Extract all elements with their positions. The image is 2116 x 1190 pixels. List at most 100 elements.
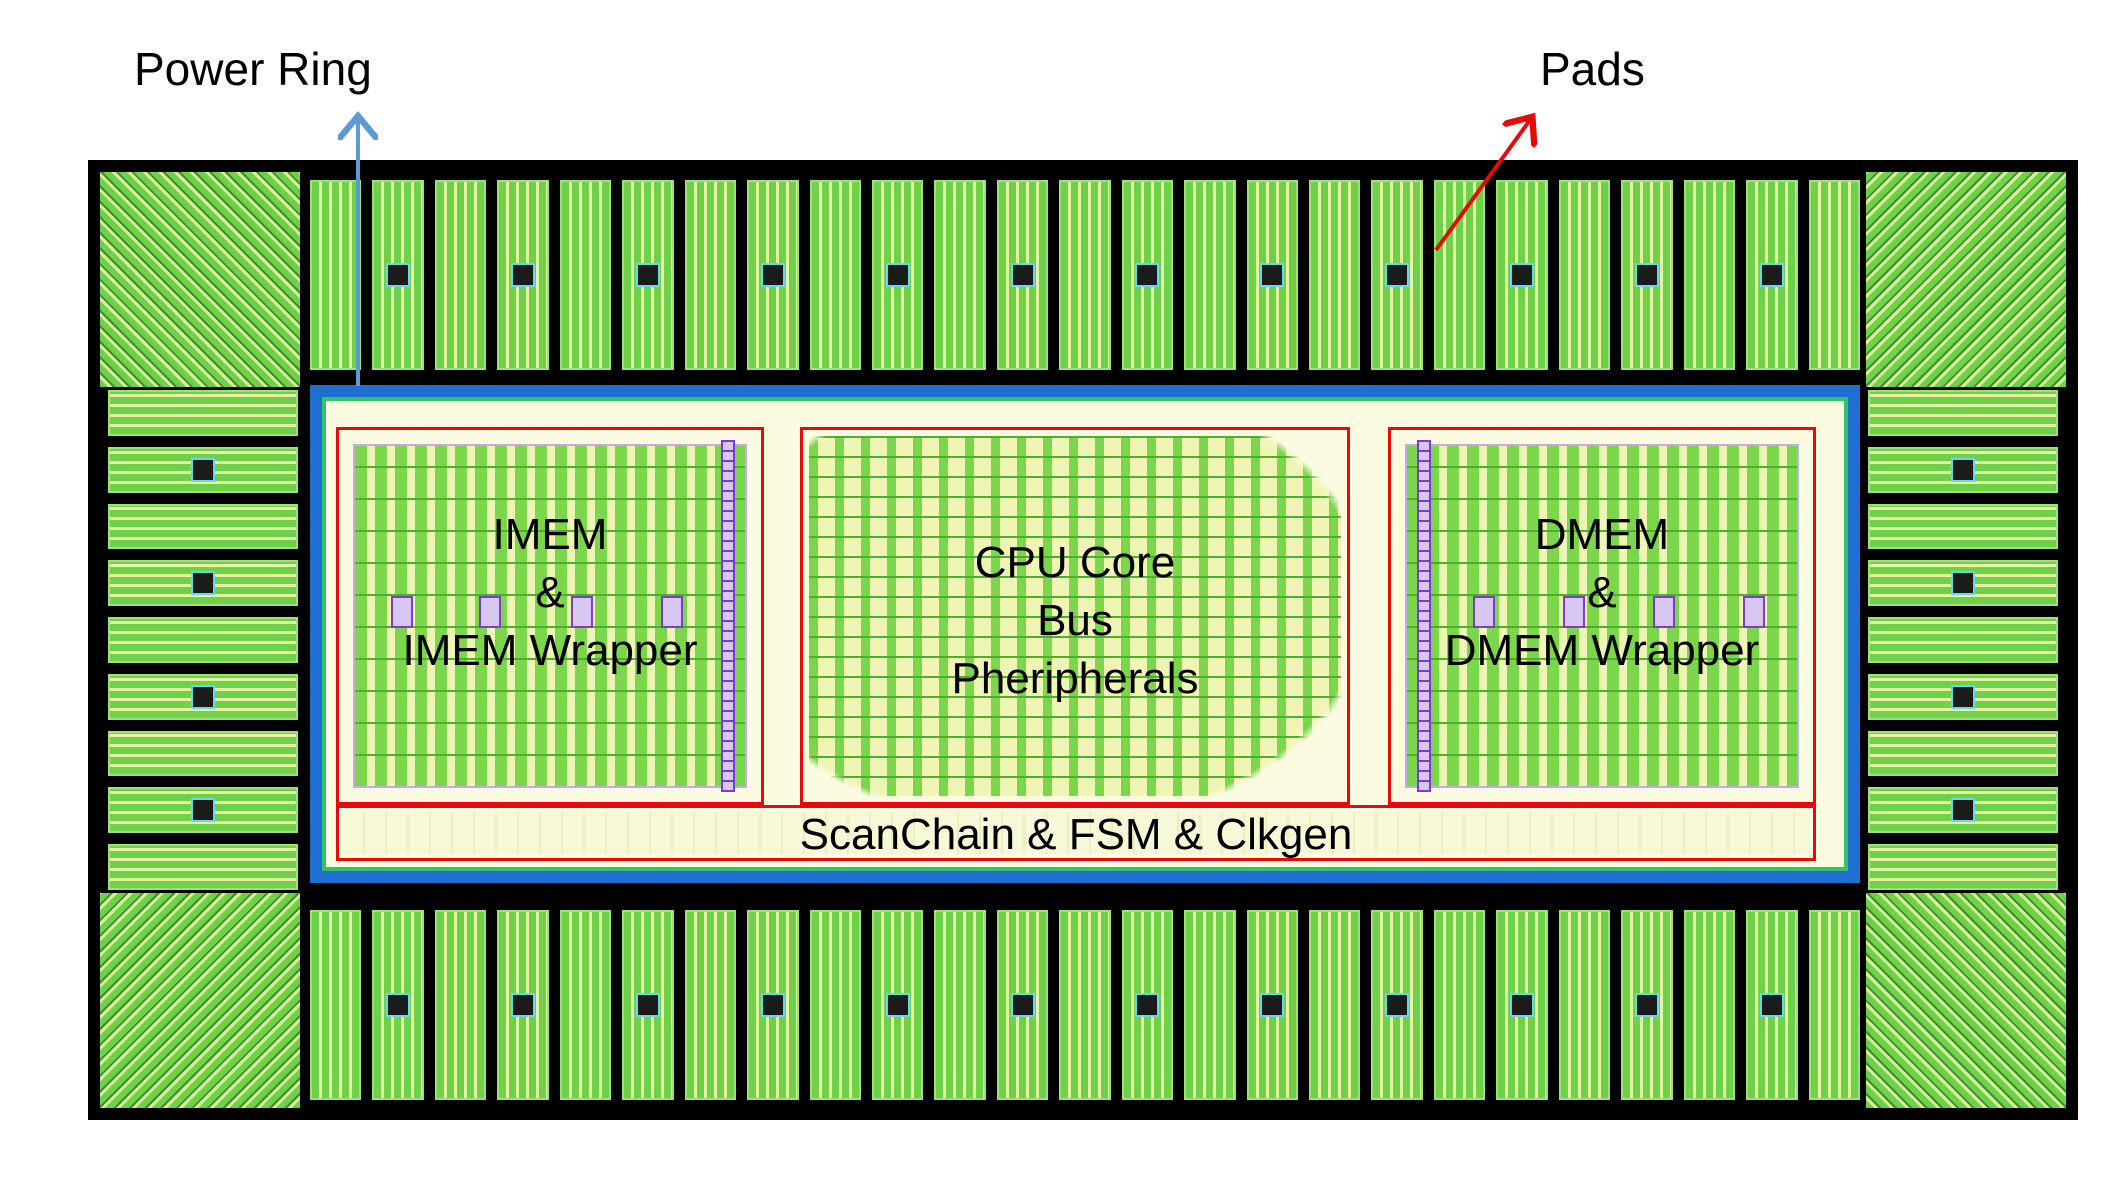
io-pad [108, 390, 298, 436]
pad-via [1951, 571, 1975, 596]
io-pad [559, 180, 612, 370]
pads-callout: Pads [1540, 43, 1645, 95]
dmem-macro-cell [1563, 596, 1585, 628]
io-pad [1371, 180, 1423, 370]
io-pad [108, 844, 298, 891]
pad-via [1510, 993, 1535, 1017]
io-pad [1059, 910, 1111, 1100]
io-pad [1868, 503, 2058, 550]
io-pad [1496, 180, 1548, 370]
io-pad [1246, 180, 1298, 370]
io-pad [108, 560, 298, 607]
dmem-block: DMEM & DMEM Wrapper [1388, 427, 1816, 805]
pad-via [1510, 263, 1535, 287]
pad-via [1385, 263, 1410, 287]
pad-via [1634, 993, 1659, 1017]
power-ring: IMEM & IMEM Wrapper CPU Core Bus Pheriph… [310, 385, 1860, 883]
io-pad [1808, 180, 1860, 370]
pad-via [1951, 798, 1975, 823]
pad-via [760, 263, 785, 287]
pad-via [760, 993, 785, 1017]
io-pad [809, 180, 861, 370]
io-pad [1309, 180, 1361, 370]
pads-arrow [1434, 120, 1530, 252]
io-pad [1433, 180, 1486, 370]
io-pad [1496, 910, 1548, 1100]
io-pad [1808, 910, 1860, 1100]
corner-cell-bottom-right [1866, 893, 2066, 1108]
pad-via [1010, 263, 1035, 287]
imem-macro-cell [661, 596, 683, 628]
io-pad [996, 180, 1049, 370]
pad-via [885, 263, 910, 287]
io-pad [871, 180, 924, 370]
io-pad [1621, 910, 1673, 1100]
pad-via [191, 571, 215, 596]
pad-via [511, 263, 536, 287]
io-pad [809, 910, 861, 1100]
pad-via [1260, 263, 1285, 287]
io-pad [310, 180, 362, 370]
pad-via [1759, 993, 1784, 1017]
io-pad [108, 673, 298, 720]
corner-cell-top-left [100, 172, 300, 387]
io-pad [1371, 910, 1423, 1100]
io-pad [934, 910, 986, 1100]
io-pad [1868, 673, 2058, 720]
pad-row-top [310, 180, 1860, 370]
io-pad [497, 910, 549, 1100]
io-pad [1184, 180, 1236, 370]
imem-io-column [721, 440, 735, 792]
io-pad [934, 180, 986, 370]
io-pad [434, 180, 487, 370]
pad-via [191, 798, 215, 823]
io-pad [1621, 180, 1673, 370]
io-pad [108, 446, 298, 493]
corner-cell-bottom-left [100, 893, 300, 1108]
io-pad [684, 910, 737, 1100]
io-pad [1683, 910, 1736, 1100]
io-pad [1868, 730, 2058, 777]
pad-via [885, 993, 910, 1017]
io-pad [372, 910, 424, 1100]
io-pad [1558, 180, 1611, 370]
imem-macro-cell [571, 596, 593, 628]
io-pad [1246, 910, 1298, 1100]
io-pad [1868, 560, 2058, 607]
io-pad [871, 910, 924, 1100]
io-pad [1868, 446, 2058, 493]
imem-macro-cell [391, 596, 413, 628]
corner-cell-top-right [1866, 172, 2066, 387]
power-ring-callout: Power Ring [134, 43, 372, 95]
io-pad [1746, 180, 1798, 370]
io-pad [108, 730, 298, 777]
chip-layout: IMEM & IMEM Wrapper CPU Core Bus Pheriph… [88, 160, 2078, 1120]
dmem-macro-cell [1653, 596, 1675, 628]
io-pad [497, 180, 549, 370]
io-pad [1059, 180, 1111, 370]
pad-via [1260, 993, 1285, 1017]
dmem-macro-cell [1743, 596, 1765, 628]
pad-via [1759, 263, 1784, 287]
io-pad [108, 617, 298, 663]
pad-row-bottom [310, 910, 1860, 1100]
io-pad [1868, 787, 2058, 834]
dmem-label: DMEM & DMEM Wrapper [1444, 510, 1760, 675]
pad-column-right [1868, 390, 2058, 891]
pad-via [635, 263, 660, 287]
io-pad [1868, 844, 2058, 891]
io-pad [1683, 180, 1736, 370]
imem-label: IMEM & IMEM Wrapper [402, 510, 698, 675]
io-pad [996, 910, 1049, 1100]
cpu-standard-cell-area [809, 436, 1341, 796]
pad-via [1135, 993, 1160, 1017]
scanchain-label: ScanChain & FSM & Clkgen [799, 810, 1353, 859]
imem-macro-area [353, 444, 747, 788]
io-pad [622, 910, 674, 1100]
io-pad [747, 180, 799, 370]
io-pad [1121, 180, 1174, 370]
pad-via [1951, 684, 1975, 709]
io-pad [1184, 910, 1236, 1100]
io-pad [684, 180, 737, 370]
